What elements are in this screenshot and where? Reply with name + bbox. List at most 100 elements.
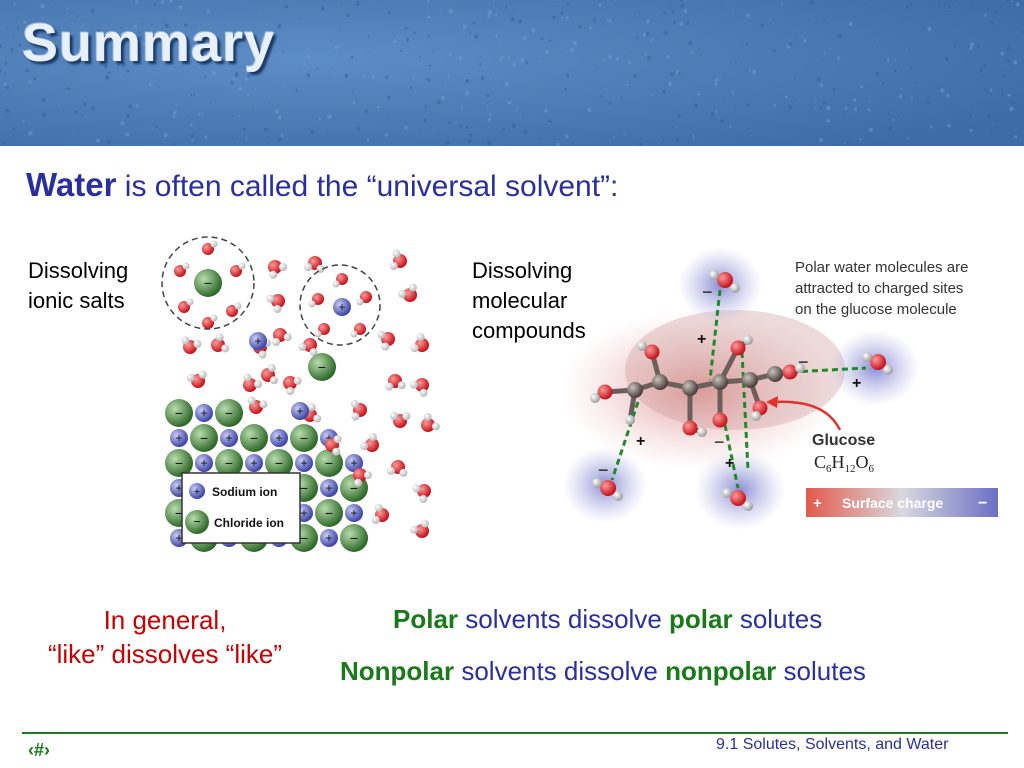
texture-speck — [938, 3, 941, 6]
texture-speck — [969, 128, 973, 133]
polar-keyword: Polar — [393, 604, 459, 634]
texture-speck — [206, 9, 211, 13]
texture-speck — [234, 72, 239, 77]
hydrogen-atom — [389, 411, 398, 420]
texture-speck — [522, 36, 527, 41]
water-hydrogen — [743, 501, 753, 511]
texture-speck — [419, 131, 421, 134]
texture-speck — [239, 34, 242, 38]
texture-speck — [486, 94, 490, 98]
texture-speck — [141, 23, 144, 25]
texture-speck — [929, 125, 933, 129]
texture-speck — [274, 109, 279, 114]
texture-speck — [608, 19, 612, 23]
hydrogen-atom — [385, 382, 394, 391]
texture-speck — [299, 17, 301, 19]
texture-speck — [993, 10, 998, 15]
hydrated-ions: −+−++ — [174, 240, 372, 420]
texture-speck — [487, 10, 492, 15]
texture-speck — [592, 17, 596, 21]
hydrogen-atom — [381, 342, 390, 351]
oxygen-atom — [354, 323, 366, 335]
texture-speck — [57, 104, 60, 107]
texture-speck — [4, 62, 8, 65]
surface-minus-sign: − — [978, 495, 987, 512]
texture-speck — [593, 20, 597, 23]
chloride-ion — [215, 399, 243, 427]
texture-speck — [564, 88, 567, 91]
texture-speck — [244, 77, 249, 82]
texture-speck — [552, 15, 556, 20]
texture-speck — [1016, 2, 1020, 7]
texture-speck — [905, 5, 910, 9]
oxygen-atom — [421, 418, 435, 432]
chloride-ion — [340, 524, 368, 552]
texture-speck — [711, 112, 715, 117]
texture-speck — [1021, 30, 1024, 34]
oxygen-atom — [336, 273, 348, 285]
hydrogen-atom — [697, 427, 707, 437]
carbon-atom — [742, 372, 758, 388]
caption-line: on the glucose molecule — [795, 301, 957, 318]
slide-subtitle: Water is often called the “universal sol… — [26, 166, 618, 204]
texture-speck — [124, 132, 127, 135]
texture-speck — [77, 15, 79, 17]
texture-speck — [412, 77, 415, 80]
hydrogen-atom — [186, 373, 195, 382]
texture-speck — [142, 41, 146, 46]
texture-speck — [259, 13, 261, 16]
texture-speck — [18, 43, 22, 47]
texture-speck — [518, 19, 523, 24]
rule-text: solutes — [776, 656, 866, 686]
texture-speck — [732, 11, 734, 13]
texture-speck — [158, 86, 160, 89]
texture-speck — [688, 41, 693, 46]
subtitle-keyword: Water — [26, 166, 117, 203]
texture-speck — [153, 3, 157, 7]
texture-speck — [670, 72, 675, 77]
ion-charge-sign: + — [175, 481, 182, 495]
texture-speck — [780, 2, 784, 5]
texture-speck — [139, 36, 143, 40]
texture-speck — [78, 127, 80, 130]
texture-speck — [968, 113, 973, 117]
texture-speck — [0, 69, 2, 73]
oxygen-atom — [730, 340, 746, 356]
texture-speck — [487, 140, 492, 146]
texture-speck — [51, 50, 54, 53]
hydrogen-atom — [364, 471, 372, 480]
hydrogen-bond-line — [610, 401, 640, 481]
texture-speck — [569, 82, 571, 84]
glucose-name: Glucose — [812, 432, 875, 449]
hydrogen-atom — [356, 298, 364, 306]
texture-speck — [197, 112, 201, 116]
sodium-sign: + — [194, 486, 200, 498]
ion-charge-sign: − — [175, 405, 183, 421]
texture-speck — [837, 56, 841, 60]
texture-speck — [465, 78, 470, 83]
texture-speck — [894, 59, 896, 61]
texture-speck — [983, 87, 986, 90]
texture-speck — [714, 110, 718, 114]
partial-positive-sign: + — [852, 375, 861, 392]
header-band: Summary — [0, 0, 1024, 146]
hydrogen-atom — [254, 380, 262, 389]
texture-speck — [356, 126, 361, 131]
texture-speck — [662, 140, 665, 143]
nonpolar-rule: Nonpolar solvents dissolve nonpolar solu… — [340, 656, 866, 687]
texture-speck — [184, 23, 188, 27]
texture-speck — [868, 100, 871, 103]
slide-title: Summary — [22, 13, 276, 73]
ion-charge-sign: + — [325, 531, 332, 545]
texture-speck — [377, 105, 380, 109]
partial-negative-sign: − — [798, 352, 809, 372]
texture-speck — [908, 49, 911, 52]
texture-speck — [697, 92, 700, 96]
texture-speck — [406, 40, 408, 43]
texture-speck — [946, 93, 950, 98]
ion-charge-sign: + — [225, 431, 232, 445]
partial-negative-sign: − — [702, 282, 713, 302]
general-rule-line: “like” dissolves “like” — [47, 639, 283, 669]
texture-speck — [84, 116, 87, 119]
texture-speck — [990, 21, 994, 25]
